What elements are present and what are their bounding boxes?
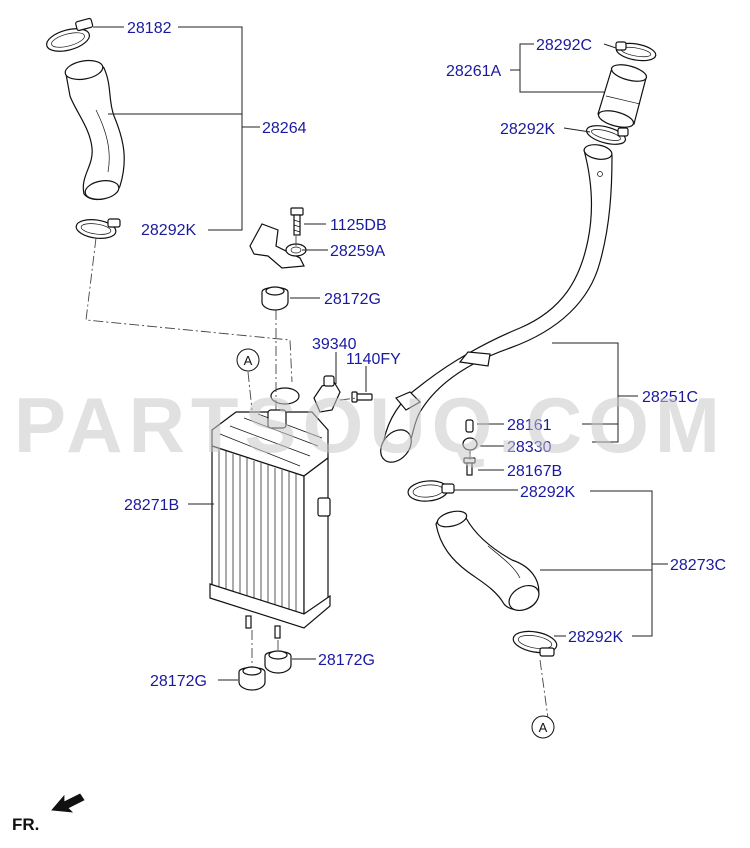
callout-28172g-lower-right: 28172G xyxy=(318,652,375,669)
callout-1125db: 1125DB xyxy=(330,217,387,234)
callout-28167b: 28167B xyxy=(507,463,562,480)
callout-28251c: 28251C xyxy=(642,389,698,406)
hose-28273c-drawing xyxy=(435,510,540,612)
clamp-28292k-lower-upper-drawing xyxy=(407,480,455,502)
pipe-28251c-drawing xyxy=(380,144,613,463)
grommet-28172g-upper-drawing xyxy=(261,286,289,311)
reference-marker-lower: A xyxy=(531,715,555,739)
callout-labels: 28182 28264 28292K 1125DB 28259A 28172G … xyxy=(124,20,726,690)
callout-28264: 28264 xyxy=(262,120,307,137)
clamp-28292k-upper-right-drawing xyxy=(585,125,629,145)
watermark: PARTSOUQ.COM xyxy=(14,381,726,469)
reference-marker-upper-label: A xyxy=(244,353,253,368)
callout-28172g-upper: 28172G xyxy=(324,291,381,308)
intercooler-28271b-drawing xyxy=(209,387,331,639)
front-label: FR. xyxy=(12,815,39,834)
callout-39340: 39340 xyxy=(312,336,357,353)
callout-28161: 28161 xyxy=(507,417,552,434)
callout-28292k-upper-left: 28292K xyxy=(141,222,196,239)
center-lines xyxy=(85,236,549,719)
callout-28330: 28330 xyxy=(507,439,552,456)
front-orientation-indicator: FR. xyxy=(12,793,85,834)
callout-1140fy: 1140FY xyxy=(346,351,401,368)
small-parts-28161-28330-28167b-drawing xyxy=(462,419,478,476)
grommet-28172g-lower-right-drawing xyxy=(264,650,292,674)
clamp-28292k-upper-left-drawing xyxy=(75,218,121,239)
callout-28259a: 28259A xyxy=(330,243,385,260)
bolt-1125db-drawing xyxy=(290,207,304,236)
callout-28292k-lower-lower: 28292K xyxy=(568,629,623,646)
callout-28273c: 28273C xyxy=(670,557,726,574)
reference-marker-upper: A xyxy=(236,348,260,372)
callout-28292k-lower-upper: 28292K xyxy=(520,484,575,501)
callout-28261a: 28261A xyxy=(446,63,501,80)
grommet-28172g-lower-left-drawing xyxy=(238,666,266,691)
hose-28264-drawing xyxy=(64,59,125,201)
callout-28292c: 28292C xyxy=(536,37,592,54)
clamp-28182-drawing xyxy=(45,17,94,52)
sensor-39340-drawing xyxy=(313,375,373,413)
callout-28271b: 28271B xyxy=(124,497,179,514)
reference-marker-lower-label: A xyxy=(539,720,548,735)
leader-lines xyxy=(93,26,668,681)
callout-28172g-lower-left: 28172G xyxy=(150,673,207,690)
clamp-28292c-drawing xyxy=(615,41,657,62)
callout-28182: 28182 xyxy=(127,20,172,37)
front-arrow-icon xyxy=(51,793,85,813)
hose-28261a-drawing xyxy=(597,64,648,128)
clamp-28292k-lower-lower-drawing xyxy=(512,630,558,657)
callout-28292k-upper-right: 28292K xyxy=(500,121,555,138)
